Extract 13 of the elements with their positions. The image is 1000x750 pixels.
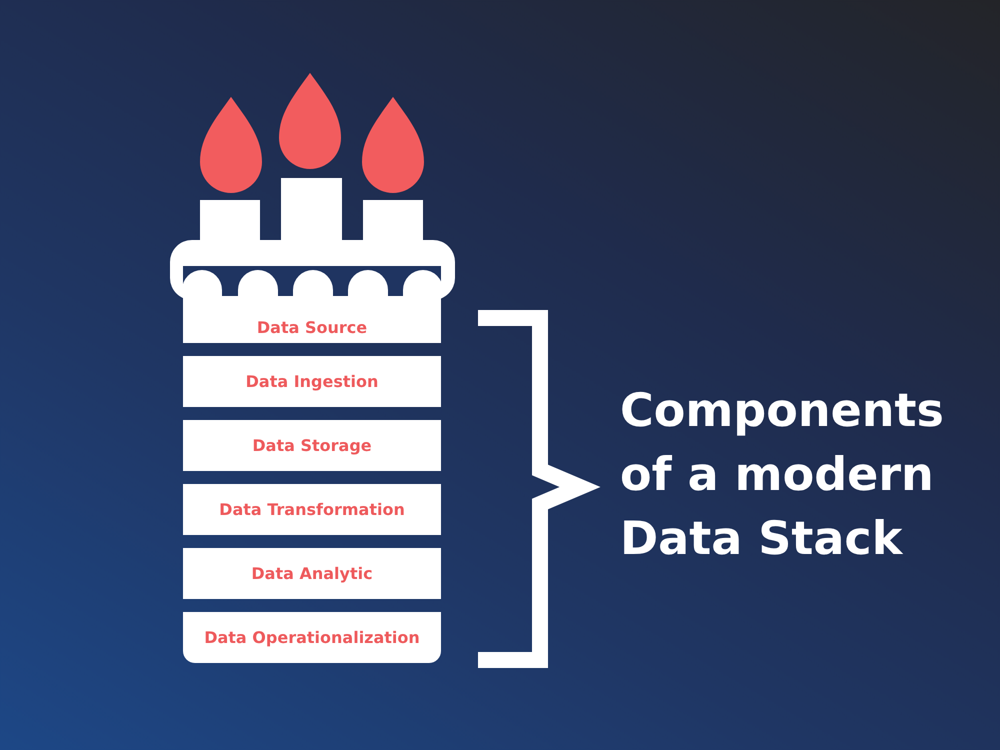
stack-layer — [183, 612, 441, 663]
stack-layer — [183, 356, 441, 407]
layer-label: Data Storage — [252, 436, 372, 455]
stack-layer — [183, 548, 441, 599]
layer-label: Data Operationalization — [204, 628, 420, 647]
layer-label: Data Transformation — [219, 500, 405, 519]
layer-label: Data Ingestion — [246, 372, 378, 391]
stack-layer — [183, 484, 441, 535]
stack-layer — [183, 312, 441, 343]
layer-label: Data Source — [256, 318, 368, 337]
title: Components of a modern Data Stack — [620, 382, 945, 567]
layer-label: Data Analytic — [251, 564, 373, 583]
stack-layer — [183, 420, 441, 471]
